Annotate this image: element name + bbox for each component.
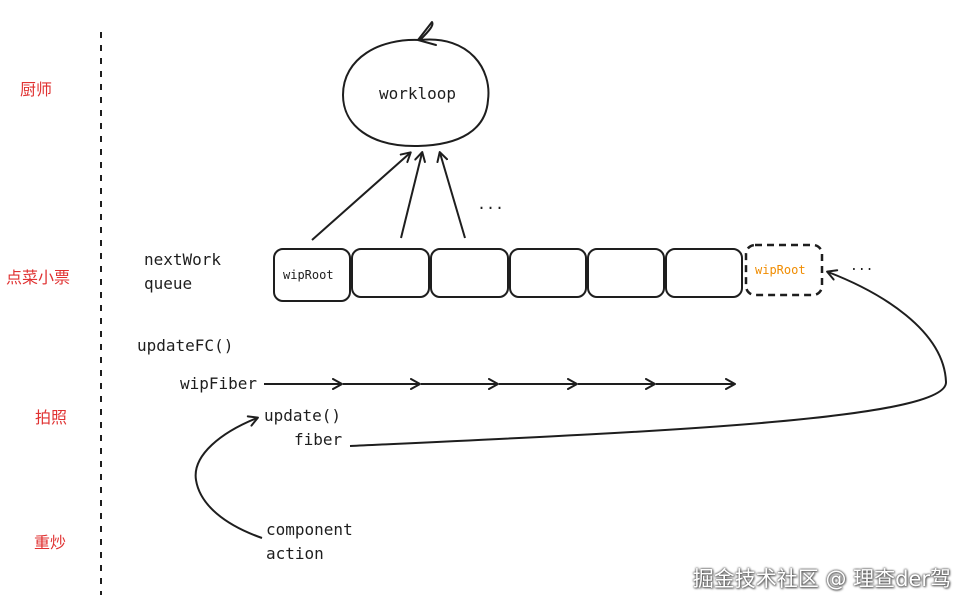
layer-label-recook: 重炒 — [34, 533, 67, 552]
layer-label-chef: 厨师 — [20, 80, 53, 99]
component-action-line2: action — [266, 544, 324, 563]
fiber-to-wiproot-curve — [349, 269, 948, 447]
queue-cell-7-pending — [744, 243, 824, 297]
loop-arrowhead-icon — [417, 21, 437, 46]
watermark: 掘金技术社区 @ 理查der驾 — [692, 567, 951, 591]
queue-label-line2: queue — [144, 274, 193, 293]
queue-cell-4 — [509, 248, 587, 298]
queue-cell-6 — [665, 248, 743, 298]
queue-cell-1 — [273, 248, 351, 302]
queue-label-line1: nextWork — [144, 250, 222, 269]
arrow-to-workloop-3 — [436, 151, 466, 239]
queue-cell-2 — [351, 248, 430, 298]
queue-cell-7-label: wipRoot — [755, 263, 806, 277]
component-action-line1: component — [266, 520, 353, 539]
update-label-line1: update() — [264, 406, 342, 425]
layer-label-photo: 拍照 — [35, 408, 68, 427]
workloop-label: workloop — [379, 84, 457, 103]
queue-cell-1-label: wipRoot — [283, 268, 334, 282]
update-fc-label: updateFC() — [137, 336, 234, 355]
arrow-to-workloop-1 — [311, 151, 412, 241]
action-to-update-curve — [194, 415, 263, 539]
queue-cell-5 — [587, 248, 665, 298]
update-label-line2: fiber — [294, 430, 343, 449]
layer-label-order-ticket: 点菜小票 — [6, 268, 71, 287]
queue-ellipsis: ... — [850, 259, 874, 274]
top-ellipsis: ... — [477, 195, 505, 213]
queue-cell-3 — [430, 248, 509, 298]
arrow-to-workloop-2 — [400, 151, 426, 239]
wip-fiber-label: wipFiber — [180, 374, 258, 393]
